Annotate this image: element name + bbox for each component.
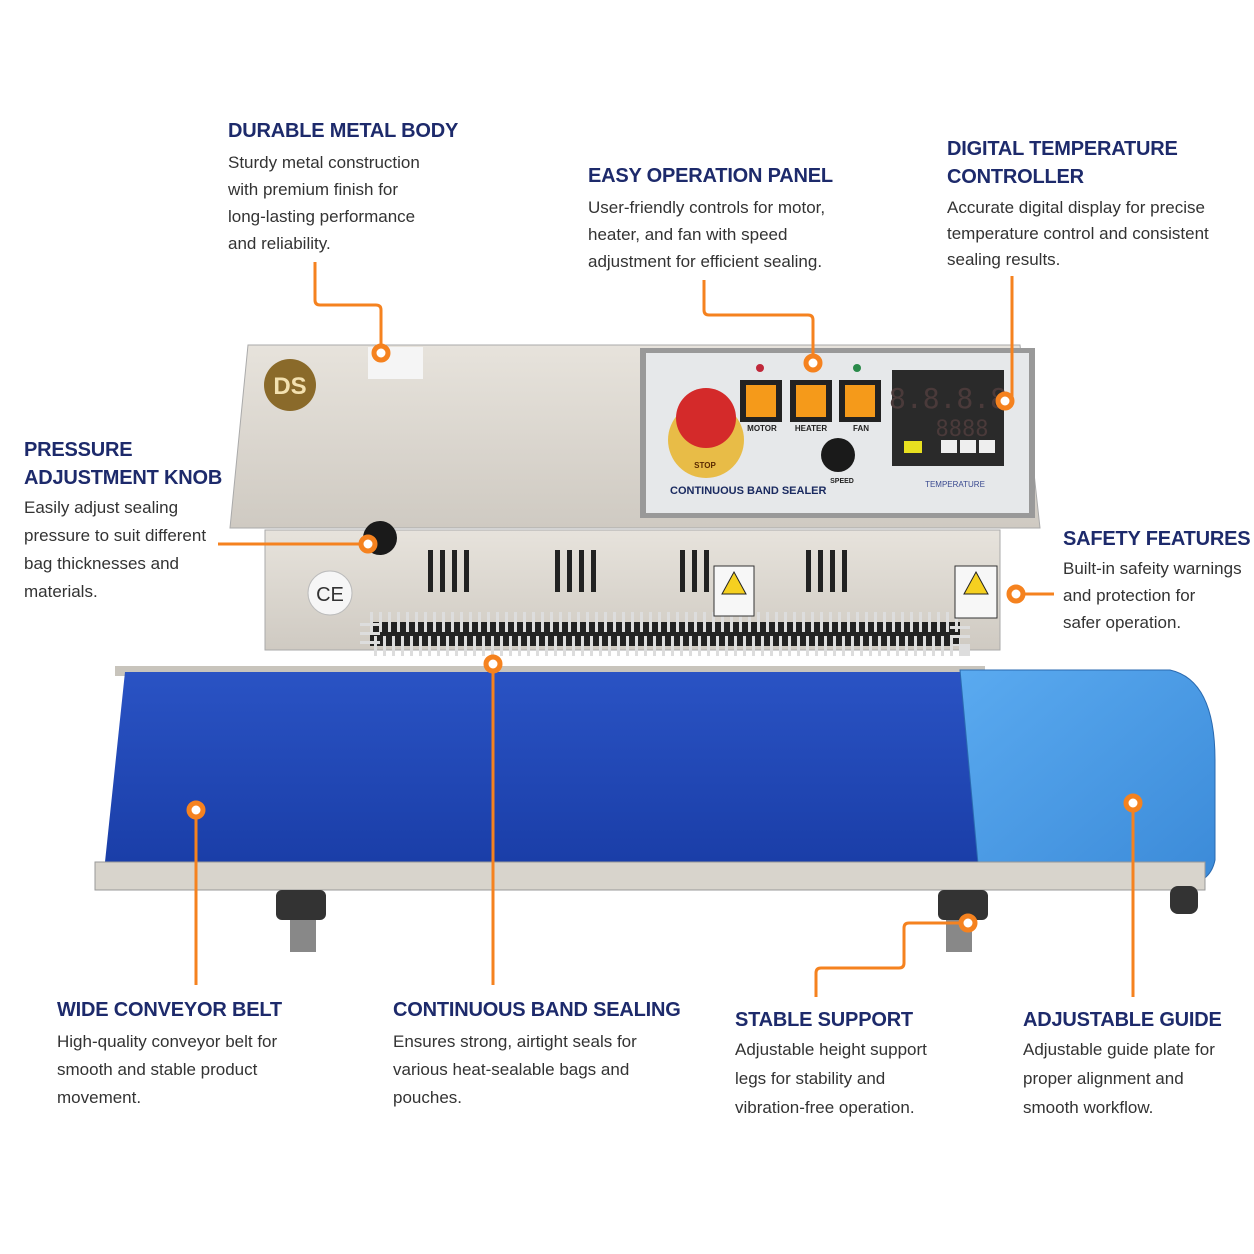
emergency-stop-button[interactable] [676, 388, 736, 448]
conveyor [94, 666, 1216, 952]
guide-plate [959, 669, 1216, 886]
speed-knob[interactable] [821, 438, 855, 472]
logo [264, 359, 316, 411]
svg-text:FAN: FAN [853, 424, 869, 433]
svg-text:MOTOR: MOTOR [747, 424, 777, 433]
motor-switch[interactable] [746, 385, 776, 417]
callout-wide-conveyor-belt: WIDE CONVEYOR BELT High-quality conveyor… [57, 999, 282, 1107]
callout-safety-features: SAFETY FEATURES Built-in safeity warning… [1063, 528, 1251, 632]
svg-text:TEMPERATURE: TEMPERATURE [925, 480, 985, 489]
ce-mark: CE [316, 584, 344, 606]
conveyor-belt [105, 672, 980, 862]
callout-dots [186, 343, 1143, 933]
control-panel: STOP MOTOR HEATER FAN SPEED CONTINUOUS B… [640, 348, 1035, 518]
svg-text:8888: 8888 [936, 417, 989, 442]
callout-lines [194, 262, 1135, 997]
callout-stable-support: STABLE SUPPORT Adjustable height support… [735, 1009, 927, 1117]
panel-title: CONTINUOUS BAND SEALER [670, 485, 827, 497]
switches: MOTOR HEATER FAN [740, 380, 881, 433]
heater-switch[interactable] [796, 385, 826, 417]
support-legs [276, 886, 1198, 952]
svg-text:8.8.8.8: 8.8.8.8 [889, 382, 1007, 415]
lower-housing: CE [264, 521, 1001, 656]
callout-durable-metal-body: DURABLE METAL BODY Sturdy metal construc… [228, 120, 459, 253]
svg-text:SPEED: SPEED [830, 478, 854, 485]
fan-switch[interactable] [845, 385, 875, 417]
callout-easy-operation-panel: EASY OPERATION PANEL User-friendly contr… [588, 165, 833, 271]
logo-text: DS [273, 373, 306, 400]
callout-continuous-band-sealing: CONTINUOUS BAND SEALING Ensures strong, … [393, 999, 681, 1107]
svg-text:HEATER: HEATER [795, 424, 828, 433]
callout-adjustable-guide: ADJUSTABLE GUIDE Adjustable guide plate … [1023, 1009, 1222, 1117]
svg-text:STOP: STOP [694, 461, 716, 470]
